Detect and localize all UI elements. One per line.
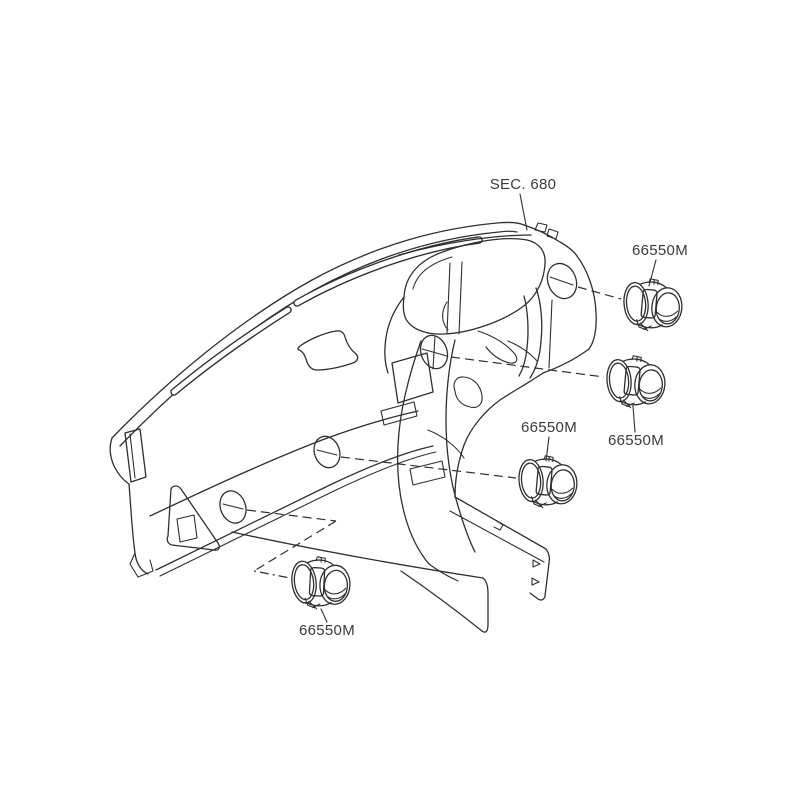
- dash-top-edge-inner: [119, 230, 518, 447]
- defroster-slot-left: [170, 306, 292, 396]
- rail-notch: [493, 520, 504, 531]
- turn-stalk: [507, 340, 538, 362]
- ventilator-part-middle[interactable]: [512, 452, 580, 512]
- ventilator-part-top-right[interactable]: [617, 275, 685, 335]
- floor-inner-edge: [400, 570, 483, 632]
- part-label-right[interactable]: 66550M: [608, 432, 664, 449]
- side-panel-foot: [129, 552, 154, 578]
- rail-clip-upper: [532, 559, 541, 568]
- wiper-stalk: [477, 330, 518, 364]
- column-boot: [442, 301, 449, 331]
- bracket-clip-a: [534, 222, 548, 233]
- callout-leader-top-right: [648, 259, 657, 287]
- vent-hole-middle: [313, 435, 341, 469]
- leader-dashed-bottom-b: [253, 520, 337, 572]
- leader-lines: [246, 286, 622, 579]
- vent-hole-top-right: [546, 262, 578, 300]
- vent-hole-bottom-left-axis: [222, 503, 244, 510]
- shifter-boot: [453, 376, 483, 408]
- cluster-hood-opening: [402, 238, 546, 335]
- stack-switch-a: [380, 401, 418, 426]
- lower-band-bottom-b: [159, 451, 437, 577]
- vent-hole-center: [419, 334, 449, 370]
- vent-hole-bottom-left: [219, 490, 247, 524]
- part-label-top-right[interactable]: 66550M: [632, 242, 688, 259]
- vent-hole-middle-axis: [316, 449, 338, 456]
- leader-dashed-right: [450, 356, 605, 378]
- left-end-cap: [109, 437, 130, 485]
- dash-top-edge-outer: [111, 221, 525, 439]
- sec-680-leader: [519, 193, 528, 231]
- rail-inner-edge: [449, 510, 545, 563]
- ventilator-part-bottom-left[interactable]: [286, 554, 352, 612]
- floor-top-edge: [231, 531, 484, 579]
- callout-leader-middle: [545, 436, 550, 462]
- hood-right-leg-a: [529, 287, 543, 379]
- side-panel-square-hole: [176, 514, 198, 543]
- ventilator-part-right[interactable]: [600, 352, 668, 412]
- callout-leader-bottom-left: [320, 608, 328, 623]
- speaker-grille: [297, 330, 359, 371]
- audio-opening: [391, 352, 434, 404]
- steering-column: [446, 261, 463, 335]
- leader-dashed-bottom-c: [253, 570, 291, 579]
- leader-dashed-bottom-a: [246, 509, 337, 522]
- cluster-hood-inner: [412, 256, 453, 290]
- lower-band-bottom-a: [155, 445, 434, 571]
- console-bottom: [428, 563, 459, 582]
- right-face-edge: [576, 255, 597, 350]
- hood-left-leg: [384, 296, 405, 374]
- stack-right-edge: [445, 339, 476, 553]
- callout-leader-right: [632, 405, 636, 433]
- vent-hole-top-right-axis: [549, 276, 574, 286]
- rail-clip-lower: [531, 577, 540, 586]
- section-680-label[interactable]: SEC. 680: [490, 176, 557, 193]
- cluster-hood-brow: [398, 234, 532, 256]
- bracket-clip-b: [546, 228, 559, 240]
- floor-right-edge: [481, 577, 489, 633]
- knee-curve: [427, 429, 465, 459]
- side-panel-triangle-cutout: [166, 485, 221, 551]
- dashboard-line-art: [109, 221, 597, 633]
- hood-right-leg-b: [518, 295, 529, 377]
- right-face-inner: [548, 299, 553, 369]
- part-label-bottom-left[interactable]: 66550M: [299, 622, 355, 639]
- left-end-flap-inner: [129, 433, 136, 479]
- callout-leaders: [320, 193, 657, 623]
- leader-dashed-middle: [340, 456, 517, 479]
- stack-left-edge: [397, 340, 430, 565]
- defroster-slot-right: [293, 236, 483, 307]
- part-label-middle[interactable]: 66550M: [521, 419, 577, 436]
- right-face-bottom: [542, 348, 590, 374]
- stack-switch-b: [409, 460, 446, 486]
- vent-hole-center-cross: [421, 335, 448, 370]
- corner-bracket: [523, 224, 578, 257]
- rail-end-face: [529, 548, 551, 601]
- leader-dashed-top-right: [577, 286, 622, 300]
- left-end-flap: [124, 428, 147, 483]
